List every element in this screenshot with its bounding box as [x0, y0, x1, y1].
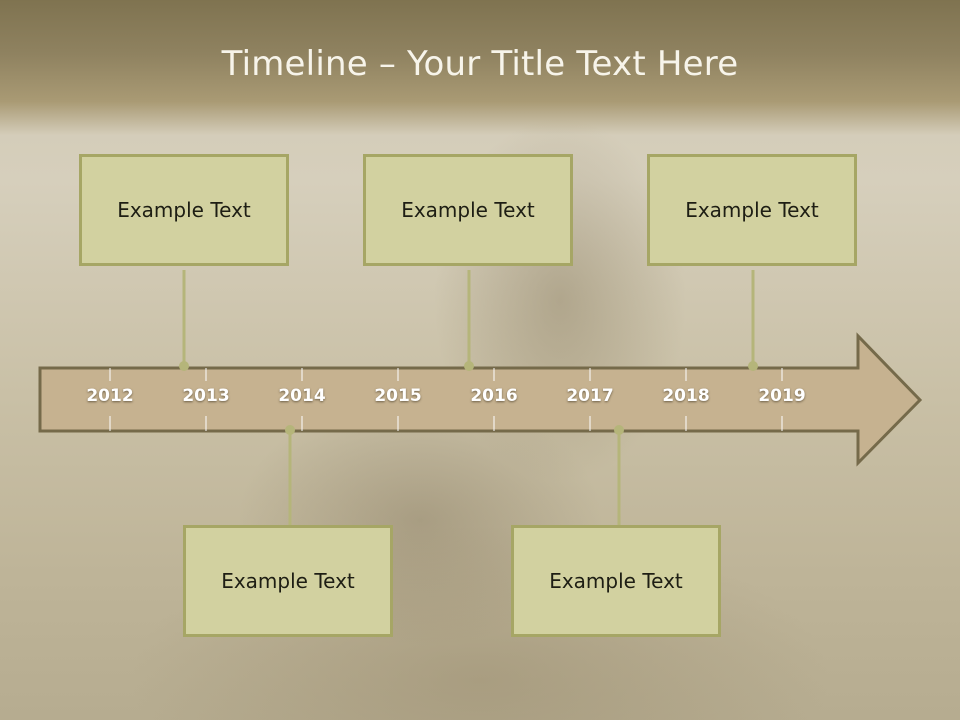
- year-label: 2013: [182, 386, 230, 406]
- year-label: 2016: [470, 386, 518, 406]
- event-box: Example Text: [79, 154, 289, 266]
- year-ticks: [109, 368, 783, 431]
- slide-title: Timeline – Your Title Text Here: [221, 44, 739, 84]
- connector-dot: [748, 361, 758, 371]
- connector-dot: [464, 361, 474, 371]
- year-label: 2014: [278, 386, 326, 406]
- year-label: 2015: [374, 386, 422, 406]
- event-text: Example Text: [685, 198, 819, 222]
- connector-dot: [614, 425, 624, 435]
- event-box: Example Text: [183, 525, 393, 637]
- event-text: Example Text: [117, 198, 251, 222]
- timeline-arrow: [38, 332, 923, 467]
- event-text: Example Text: [549, 569, 683, 593]
- event-box: Example Text: [647, 154, 857, 266]
- year-label: 2019: [758, 386, 806, 406]
- title-band: [0, 0, 960, 135]
- event-text: Example Text: [401, 198, 535, 222]
- event-text: Example Text: [221, 569, 355, 593]
- year-label: 2018: [662, 386, 710, 406]
- event-box: Example Text: [363, 154, 573, 266]
- year-label: 2012: [86, 386, 134, 406]
- year-label: 2017: [566, 386, 614, 406]
- event-box: Example Text: [511, 525, 721, 637]
- connector-dot: [179, 361, 189, 371]
- connector-dot: [285, 425, 295, 435]
